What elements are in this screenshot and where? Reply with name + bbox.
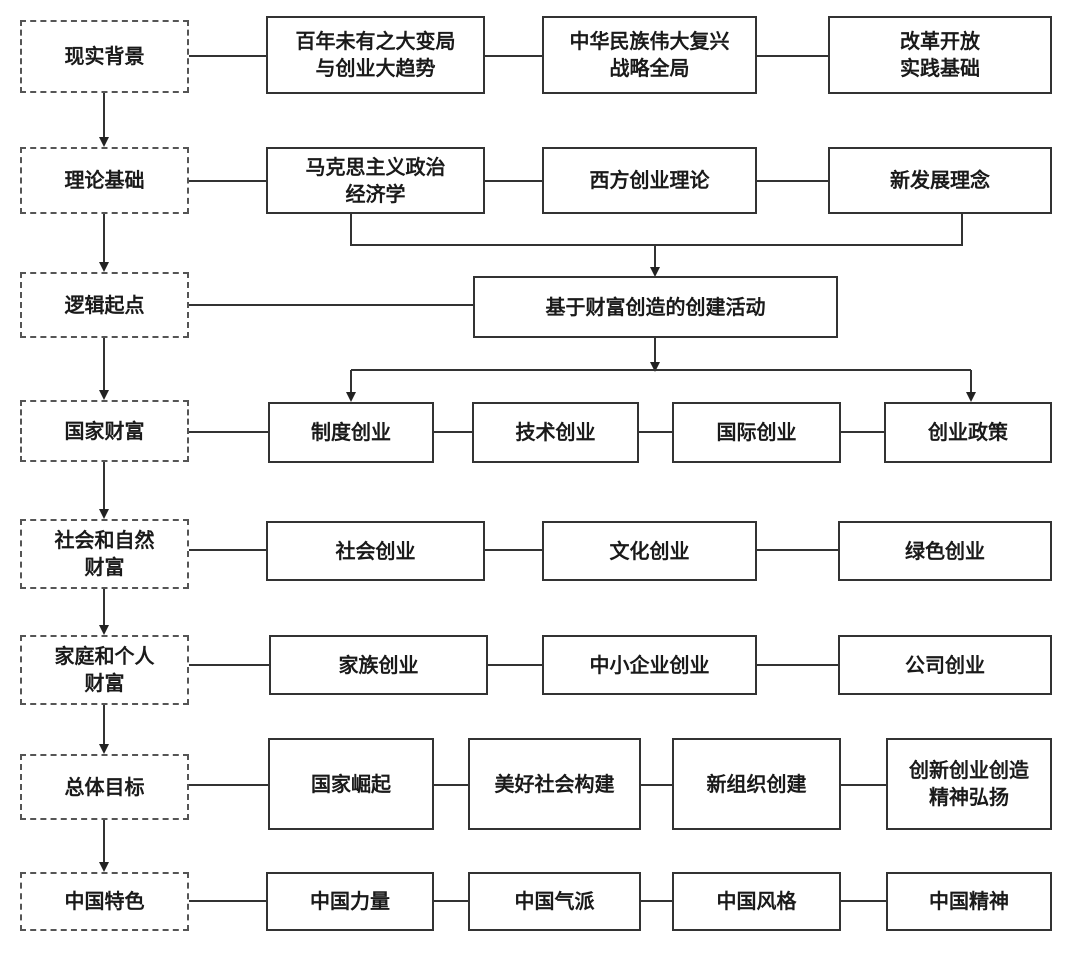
feature-item-1: 中国力量 bbox=[266, 872, 434, 931]
national-item-4: 创业政策 bbox=[884, 402, 1052, 463]
row-label-reality: 现实背景 bbox=[20, 20, 189, 93]
row-label-theory: 理论基础 bbox=[20, 147, 189, 214]
goal-item-4: 创新创业创造 精神弘扬 bbox=[886, 738, 1052, 830]
logic-item-1: 基于财富创造的创建活动 bbox=[473, 276, 838, 338]
goal-item-2: 美好社会构建 bbox=[468, 738, 641, 830]
reality-item-3: 改革开放 实践基础 bbox=[828, 16, 1052, 94]
reality-item-1: 百年未有之大变局 与创业大趋势 bbox=[266, 16, 485, 94]
feature-item-2: 中国气派 bbox=[468, 872, 641, 931]
social-item-1: 社会创业 bbox=[266, 521, 485, 581]
theory-item-1: 马克思主义政治 经济学 bbox=[266, 147, 485, 214]
row-label-social-natural-wealth: 社会和自然 财富 bbox=[20, 519, 189, 589]
national-item-2: 技术创业 bbox=[472, 402, 639, 463]
national-item-3: 国际创业 bbox=[672, 402, 841, 463]
row-label-family-personal-wealth: 家庭和个人 财富 bbox=[20, 635, 189, 705]
row-label-overall-goal: 总体目标 bbox=[20, 754, 189, 820]
row-label-national-wealth: 国家财富 bbox=[20, 400, 189, 462]
social-item-2: 文化创业 bbox=[542, 521, 757, 581]
national-item-1: 制度创业 bbox=[268, 402, 434, 463]
family-item-2: 中小企业创业 bbox=[542, 635, 757, 695]
theory-item-2: 西方创业理论 bbox=[542, 147, 757, 214]
feature-item-3: 中国风格 bbox=[672, 872, 841, 931]
family-item-1: 家族创业 bbox=[269, 635, 488, 695]
goal-item-1: 国家崛起 bbox=[268, 738, 434, 830]
reality-item-2: 中华民族伟大复兴 战略全局 bbox=[542, 16, 757, 94]
feature-item-4: 中国精神 bbox=[886, 872, 1052, 931]
theory-item-3: 新发展理念 bbox=[828, 147, 1052, 214]
row-label-logic: 逻辑起点 bbox=[20, 272, 189, 338]
row-label-chinese-characteristics: 中国特色 bbox=[20, 872, 189, 931]
family-item-3: 公司创业 bbox=[838, 635, 1052, 695]
social-item-3: 绿色创业 bbox=[838, 521, 1052, 581]
goal-item-3: 新组织创建 bbox=[672, 738, 841, 830]
